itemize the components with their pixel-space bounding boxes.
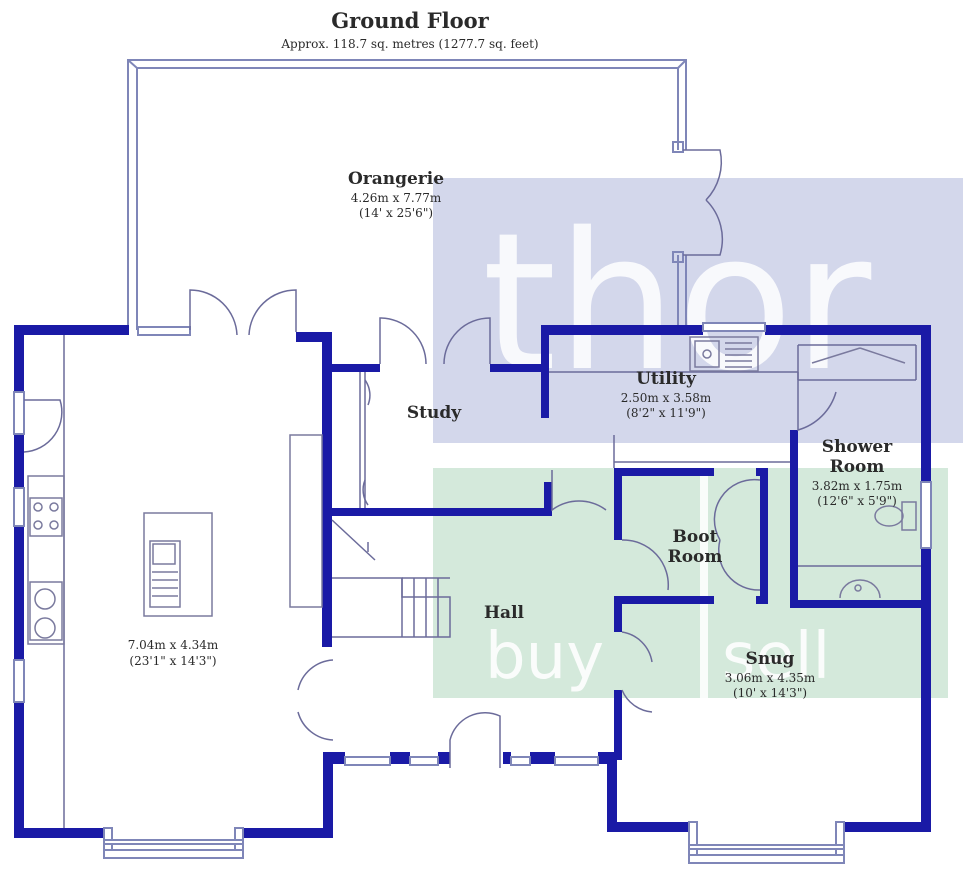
utility-fixtures <box>689 336 906 372</box>
orangerie-door-post-top <box>672 141 684 153</box>
orangerie-door-post-bottom <box>672 251 684 263</box>
watermark-green-panel <box>433 468 948 698</box>
kitchen-dim-ft: (23'1" x 14'3") <box>129 654 217 668</box>
utility-label: Utility <box>636 369 696 389</box>
watermark-sell: sell <box>722 620 830 694</box>
snug-dim-ft: (10' x 14'3") <box>732 686 808 700</box>
floor-title: Ground Floor <box>331 8 489 33</box>
stairs <box>331 519 451 638</box>
kitchen-dim-m: 7.04m x 4.34m <box>127 638 219 652</box>
watermark-buy: buy <box>485 620 604 694</box>
study-label: Study <box>406 403 462 423</box>
watermark-divider <box>700 468 708 698</box>
snug-label: Snug <box>745 649 795 669</box>
shower-room-dim-m: 3.82m x 1.75m <box>811 479 903 493</box>
orangerie-label: Orangerie <box>347 169 445 189</box>
boot-room-label-line1: Boot <box>672 527 718 547</box>
shower-room-dim-ft: (12'6" x 5'9") <box>817 494 897 508</box>
walls <box>14 325 931 838</box>
hall-label: Hall <box>484 603 524 623</box>
boot-room-label-line2: Room <box>667 547 723 567</box>
utility-dim-ft: (8'2" x 11'9") <box>626 406 706 420</box>
shower-room-label-line1: Shower <box>821 437 893 457</box>
doors <box>23 149 837 768</box>
orangerie-dim-m: 4.26m x 7.77m <box>350 191 442 205</box>
shower-room-label-line2: Room <box>829 457 885 477</box>
orangerie-dim-ft: (14' x 25'6") <box>358 206 434 220</box>
orangerie-glazing <box>127 59 687 330</box>
shower-fixtures <box>839 501 917 599</box>
watermark-blue-panel <box>433 178 963 443</box>
utility-dim-m: 2.50m x 3.58m <box>620 391 712 405</box>
kitchen-fixtures <box>27 434 323 645</box>
windows <box>13 322 932 864</box>
floor-area: Approx. 118.7 sq. metres (1277.7 sq. fee… <box>281 37 539 51</box>
snug-dim-m: 3.06m x 4.35m <box>724 671 816 685</box>
